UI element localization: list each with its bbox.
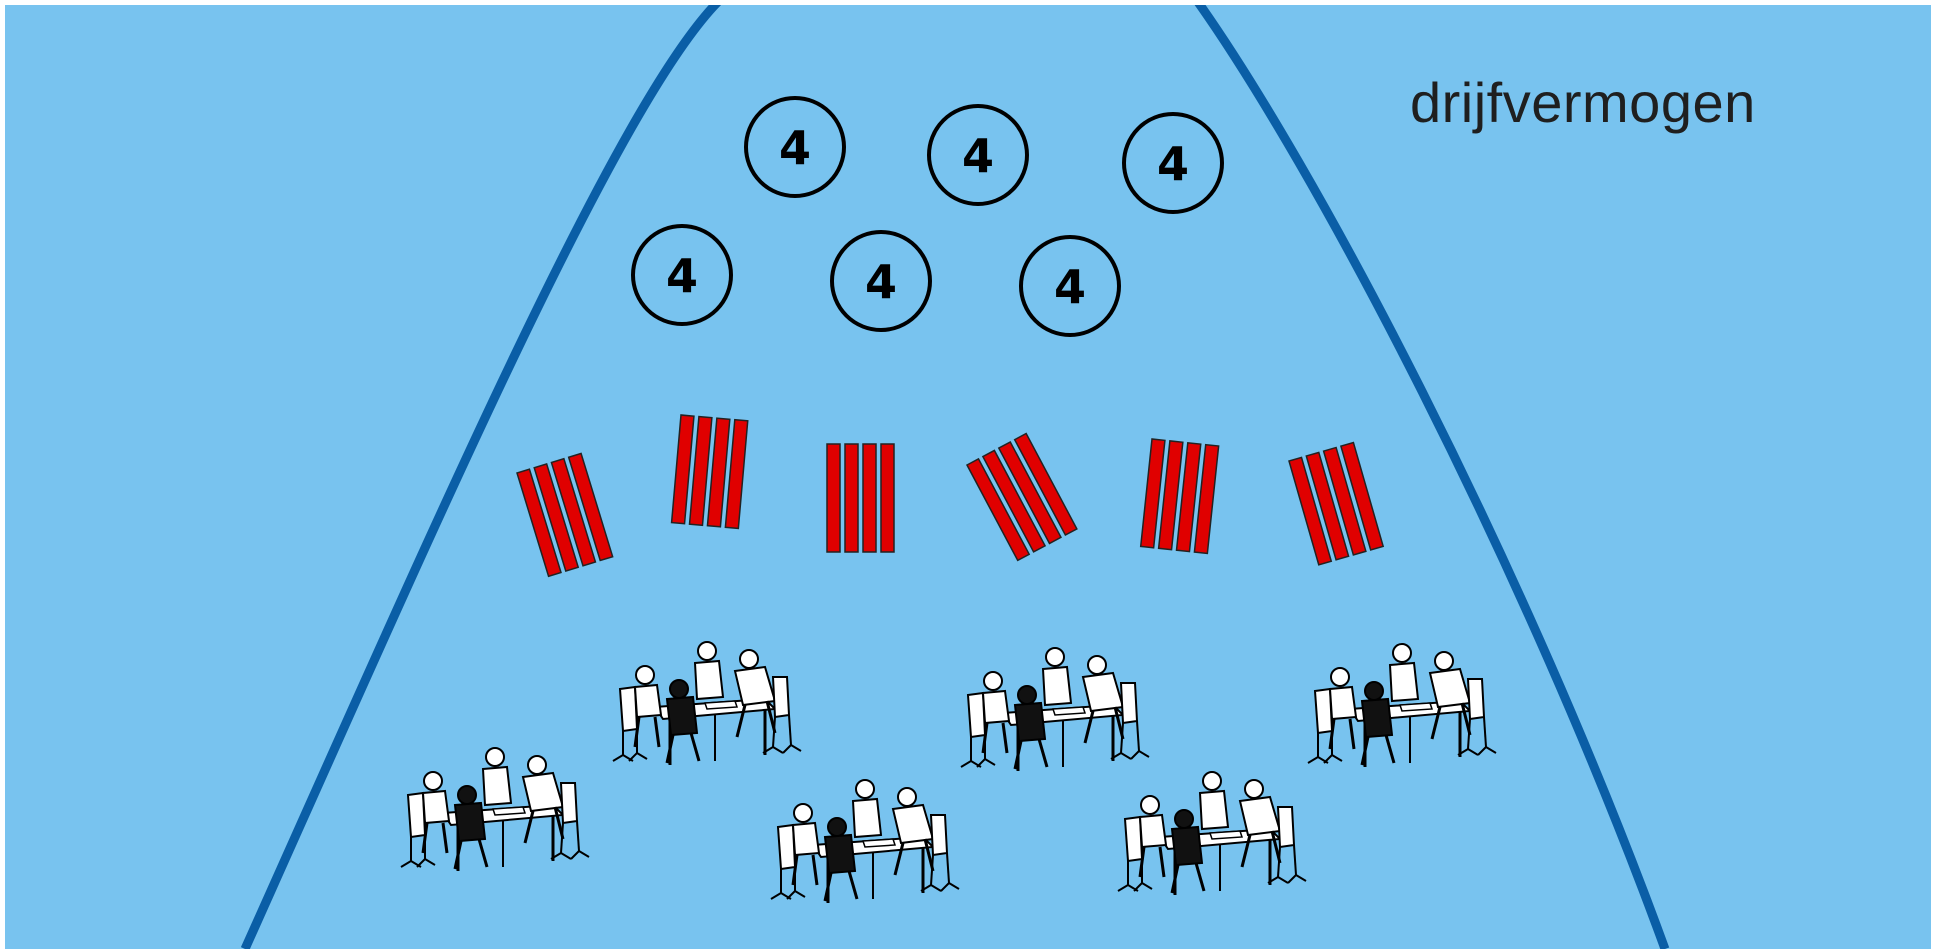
svg-text:4: 4 — [1054, 260, 1086, 314]
red-bar-group — [672, 415, 748, 528]
svg-text:4: 4 — [779, 121, 811, 175]
people-at-table-icon — [1118, 772, 1306, 895]
people-at-table-icon — [613, 642, 801, 765]
drijfvermogen-label: drijfvermogen — [1410, 75, 1756, 131]
curve-left — [245, 5, 725, 949]
svg-text:4: 4 — [865, 255, 897, 309]
circle-badge: 4 — [746, 98, 844, 196]
circle-badge: 4 — [929, 106, 1027, 204]
circle-badge: 4 — [1021, 237, 1119, 335]
people-at-table-icon — [401, 748, 589, 871]
red-bar-group — [827, 444, 894, 552]
red-bar-group — [517, 453, 613, 576]
red-bar-group — [1141, 439, 1219, 553]
people-at-table-icon — [771, 780, 959, 903]
diagram-svg: 4 4 4 4 4 4 — [5, 5, 1931, 949]
svg-text:4: 4 — [1157, 137, 1189, 191]
circle-badge: 4 — [1124, 114, 1222, 212]
circle-badge: 4 — [832, 232, 930, 330]
circle-badge: 4 — [633, 226, 731, 324]
svg-text:4: 4 — [666, 249, 698, 303]
red-bar-group — [1289, 443, 1383, 565]
people-at-table-icon — [1308, 644, 1496, 767]
svg-text:4: 4 — [962, 129, 994, 183]
red-bar-group — [967, 434, 1077, 561]
diagram-canvas: 4 4 4 4 4 4 — [5, 5, 1931, 949]
people-at-table-icon — [961, 648, 1149, 771]
